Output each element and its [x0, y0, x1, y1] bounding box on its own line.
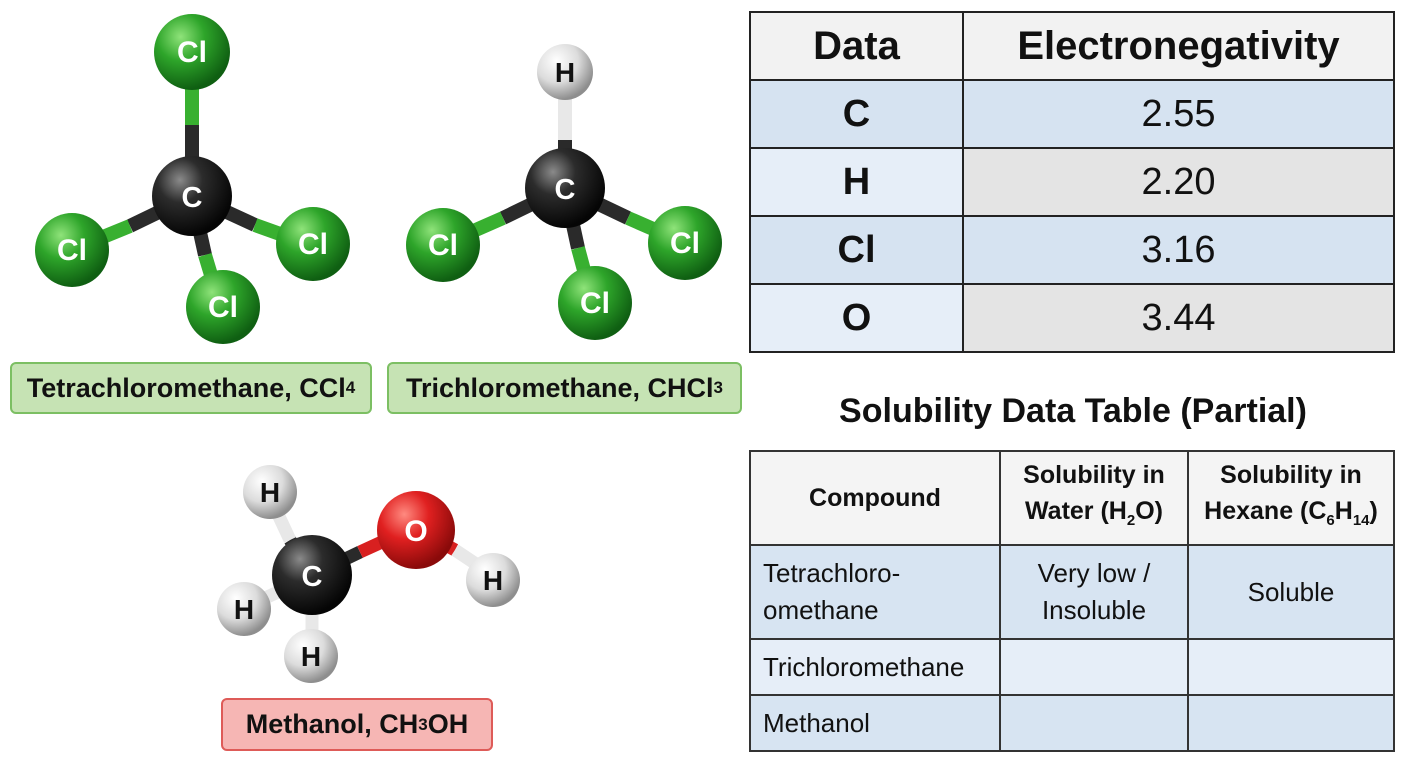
table-row: Trichloromethane: [749, 638, 1395, 696]
svg-text:Cl: Cl: [298, 228, 328, 261]
header-data: Data: [749, 11, 964, 81]
ccl4-atom-top: Cl: [154, 14, 230, 90]
methanol-atom-h-bottom: H: [284, 629, 338, 683]
header-hexane-line-2: Hexane (C6H14): [1189, 493, 1393, 539]
solubility-table: Compound Solubility in Water (H2O) Solub…: [749, 450, 1395, 752]
table-row: O 3.44: [749, 283, 1395, 353]
methanol-label-subscript: 3: [418, 714, 428, 734]
methanol-atom-carbon: C: [272, 535, 352, 615]
hexane-solubility-cell: [1187, 694, 1395, 752]
header-water-pre: Water (H: [1025, 497, 1127, 525]
chcl3-label-subscript: 3: [713, 378, 723, 397]
header-hexane-mid: H: [1334, 497, 1353, 525]
methanol-atom-oxygen: O: [377, 491, 455, 569]
compound-cell: Methanol: [749, 694, 1001, 752]
methanol-label-text-2: OH: [427, 709, 469, 739]
value-cell: 3.16: [962, 215, 1395, 285]
ccl4-atom-carbon: C: [152, 156, 232, 236]
header-solubility-water: Solubility in Water (H2O): [999, 450, 1189, 546]
value-cell: 2.20: [962, 147, 1395, 217]
chcl3-atom-top-hydrogen: H: [537, 44, 593, 100]
methanol-molecule: H H H H O C: [217, 465, 520, 683]
header-water-line-1: Solubility in: [1023, 461, 1165, 489]
methanol-atom-h-left: H: [217, 582, 271, 636]
methanol-label-text-1: Methanol, CH: [245, 709, 419, 739]
ccl4-molecule: Cl Cl Cl Cl C: [35, 14, 350, 344]
hexane-solubility-cell: Soluble: [1187, 544, 1395, 640]
table-row: C 2.55: [749, 79, 1395, 149]
chcl3-label-text: Trichloromethane, CHCl: [405, 372, 714, 403]
svg-text:Cl: Cl: [57, 234, 87, 267]
water-line-1: Very low /: [1037, 558, 1151, 588]
compound-line-2: omethane: [763, 595, 879, 625]
svg-text:H: H: [483, 565, 503, 596]
table-row: H 2.20: [749, 147, 1395, 217]
value-cell: 2.55: [962, 79, 1395, 149]
header-water-line-2: Water (H2O): [1001, 493, 1187, 539]
molecule-diagrams: Cl Cl Cl Cl C H: [35, 14, 722, 683]
ccl4-atom-bottom: Cl: [186, 270, 260, 344]
header-compound: Compound: [749, 450, 1001, 546]
svg-text:H: H: [234, 594, 254, 625]
svg-text:H: H: [555, 57, 575, 88]
svg-text:Cl: Cl: [177, 36, 207, 69]
methanol-atom-h-top: H: [243, 465, 297, 519]
compound-line-1: Tetrachloro-: [763, 558, 901, 588]
chcl3-atom-right: Cl: [648, 206, 722, 280]
ccl4-label-subscript: 4: [345, 378, 356, 397]
water-solubility-cell: Very low / Insoluble: [999, 544, 1189, 640]
table-row: Cl 3.16: [749, 215, 1395, 285]
header-electronegativity: Electronegativity: [962, 11, 1395, 81]
compound-cell: Trichloromethane: [749, 638, 1001, 696]
ccl4-atom-right: Cl: [276, 207, 350, 281]
hexane-solubility-cell: [1187, 638, 1395, 696]
compound-cell: Tetrachloro- omethane: [749, 544, 1001, 640]
table-row: Tetrachloro- omethane Very low / Insolub…: [749, 544, 1395, 640]
table-row: Methanol: [749, 694, 1395, 752]
water-solubility-cell: [999, 694, 1189, 752]
element-cell: C: [749, 79, 964, 149]
svg-text:C: C: [555, 174, 576, 206]
svg-text:Cl: Cl: [428, 229, 458, 262]
header-hexane-subscript-2: 14: [1352, 512, 1370, 529]
electronegativity-header-row: Data Electronegativity: [749, 11, 1395, 81]
element-cell: O: [749, 283, 964, 353]
svg-text:H: H: [301, 641, 321, 672]
header-hexane-post: ): [1369, 497, 1378, 525]
svg-text:C: C: [302, 561, 323, 593]
header-hexane-pre: Hexane (C: [1204, 497, 1327, 525]
element-cell: Cl: [749, 215, 964, 285]
solubility-header-row: Compound Solubility in Water (H2O) Solub…: [749, 450, 1395, 546]
water-solubility-cell: [999, 638, 1189, 696]
chcl3-atom-bottom: Cl: [558, 266, 632, 340]
chcl3-molecule: H Cl Cl Cl C: [406, 44, 722, 340]
element-cell: H: [749, 147, 964, 217]
chcl3-atom-carbon: C: [525, 148, 605, 228]
chcl3-atom-left: Cl: [406, 208, 480, 282]
solubility-table-title: Solubility Data Table (Partial): [839, 392, 1307, 430]
svg-text:Cl: Cl: [580, 287, 610, 320]
svg-text:Cl: Cl: [670, 227, 700, 260]
electronegativity-table: Data Electronegativity C 2.55 H 2.20 Cl …: [749, 11, 1395, 353]
header-water-subscript: 2: [1126, 512, 1136, 529]
value-cell: 3.44: [962, 283, 1395, 353]
header-hexane-subscript-1: 6: [1326, 512, 1335, 529]
svg-text:Cl: Cl: [208, 291, 238, 324]
methanol-atom-h-hydroxyl: H: [466, 553, 520, 607]
svg-text:C: C: [182, 182, 203, 214]
water-line-2: Insoluble: [1041, 595, 1147, 625]
ccl4-atom-left: Cl: [35, 213, 109, 287]
header-hexane-line-1: Solubility in: [1220, 461, 1362, 489]
ccl4-label-text: Tetrachloromethane, CCl: [26, 372, 346, 403]
svg-text:O: O: [404, 515, 427, 548]
svg-text:H: H: [260, 477, 280, 508]
header-water-post: O): [1135, 497, 1163, 525]
header-solubility-hexane: Solubility in Hexane (C6H14): [1187, 450, 1395, 546]
